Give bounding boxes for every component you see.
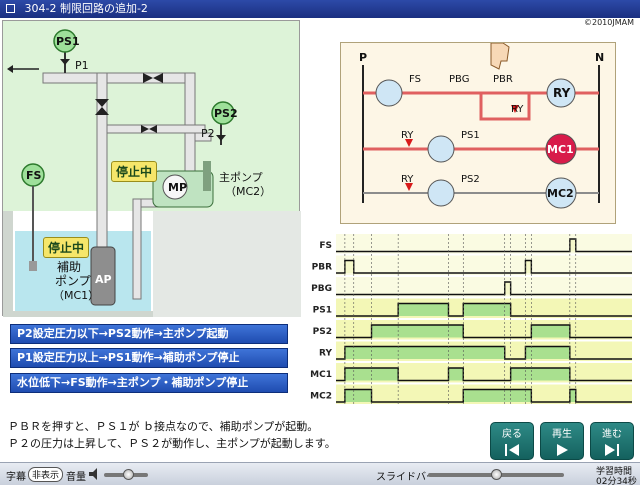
timing-on-period <box>344 260 354 273</box>
ladder-ry-coil-label: RY <box>553 86 571 100</box>
next-button[interactable]: 進む <box>590 422 634 460</box>
study-time-label: 学習時間 <box>596 467 633 477</box>
timing-row-bg <box>336 234 632 254</box>
ladder-ry-contact-label: RY <box>511 104 524 115</box>
timing-row-bg <box>336 255 632 275</box>
aux-pump-label-3: （MC1） <box>53 289 100 302</box>
timing-on-period <box>371 325 464 338</box>
timing-on-period <box>344 346 505 359</box>
step-button-ps1[interactable]: P1設定圧力以上→PS1動作→補助ポンプ停止 <box>10 348 288 368</box>
timing-on-period <box>448 368 464 381</box>
play-button-label: 再生 <box>552 429 572 440</box>
next-button-label: 進む <box>602 429 622 440</box>
volume-slider-knob[interactable] <box>123 469 135 480</box>
main-pump-label: 主ポンプ <box>219 171 263 184</box>
ladder-ry-c-label: RY <box>401 174 414 185</box>
timing-on-period <box>463 389 532 402</box>
copyright: ©2010JMAM <box>584 18 634 27</box>
pump-diagram: PS1 P1 PS2 P2 FS MP 主ポンプ （MC2） 停止中 停止中 補… <box>2 20 301 317</box>
p1-label: P1 <box>75 59 89 72</box>
timing-row-bg <box>336 277 632 297</box>
timing-on-period <box>510 368 570 381</box>
ladder-diagram: P N FS PBG PBR RY RY RY PS1 MC1 RY PS2 M… <box>340 42 616 224</box>
subtitle-label: 字幕 <box>6 472 26 483</box>
p2-label: P2 <box>201 127 215 140</box>
timing-waveform <box>336 238 632 253</box>
timing-on-period <box>569 389 576 402</box>
title-bar: 304-2 制限回路の追加-2 <box>0 0 640 18</box>
slide-bar-knob[interactable] <box>491 469 502 480</box>
window-title: 304-2 制限回路の追加-2 <box>24 2 148 15</box>
timing-on-period <box>504 282 511 295</box>
skip-forward-icon <box>605 444 619 456</box>
timing-waveform <box>336 281 632 296</box>
ladder-fs-label: FS <box>409 74 421 85</box>
ladder-mc1-label: MC1 <box>547 143 574 156</box>
window-icon <box>6 4 15 13</box>
timing-signal-label: PBR <box>312 263 332 273</box>
narration-line-1: ＰＢＲを押すと、ＰＳ１が ｂ接点なので、補助ポンプが起動。 <box>8 420 319 433</box>
timing-on-period <box>531 325 570 338</box>
study-time-value: 02分34秒 <box>596 477 637 487</box>
ladder-mc2-label: MC2 <box>547 187 574 200</box>
timing-signal-label: PBG <box>311 284 332 294</box>
timing-on-period <box>525 260 532 273</box>
ps1-label: PS1 <box>56 35 80 48</box>
narration-box: ＰＢＲを押すと、ＰＳ１が ｂ接点なので、補助ポンプが起動。 Ｐ２の圧力は上昇して… <box>2 414 480 462</box>
timing-signal-label: PS1 <box>313 306 332 316</box>
aux-pump-label-1: 補助 <box>57 260 82 274</box>
ladder-p-label: P <box>359 51 368 64</box>
back-button[interactable]: 戻る <box>490 422 534 460</box>
aux-pump-label-2: ポンプ <box>55 274 91 288</box>
timing-signal-label: RY <box>319 349 332 359</box>
timing-on-period <box>344 389 372 402</box>
timing-on-period <box>463 303 511 316</box>
mp-label: MP <box>168 181 188 194</box>
ap-label: AP <box>95 273 112 286</box>
ladder-n-label: N <box>595 51 605 64</box>
volume-label: 音量 <box>66 472 86 483</box>
ladder-pbg-label: PBG <box>449 74 470 85</box>
play-icon <box>557 444 568 456</box>
subtitle-toggle[interactable]: 非表示 <box>28 467 64 482</box>
timing-waveform <box>336 302 632 317</box>
timing-on-period <box>398 303 449 316</box>
skip-back-icon <box>505 444 519 456</box>
ladder-ps1-label: PS1 <box>461 130 480 141</box>
footer-bar: 字幕 非表示 音量 スライドバー 学習時間 02分34秒 <box>0 462 640 487</box>
speaker-icon[interactable] <box>88 467 102 481</box>
ladder-ry-b-label: RY <box>401 130 414 141</box>
timing-waveform <box>336 388 632 403</box>
timing-on-period <box>525 346 570 359</box>
timing-on-period <box>569 239 576 252</box>
slidebar-label: スライドバー <box>376 472 436 483</box>
ps2-label: PS2 <box>214 107 238 120</box>
play-button[interactable]: 再生 <box>540 422 584 460</box>
narration-line-2: Ｐ２の圧力は上昇して、ＰＳ２が動作し、主ポンプが起動します。 <box>8 437 336 450</box>
step-button-fs[interactable]: 水位低下→FS動作→主ポンプ・補助ポンプ停止 <box>10 373 288 393</box>
fs-label: FS <box>26 169 42 182</box>
main-pump-mc-label: （MC2） <box>225 185 272 198</box>
ladder-ps2-label: PS2 <box>461 174 480 185</box>
ladder-pbr-label: PBR <box>493 74 513 85</box>
timing-signal-label: FS <box>319 241 332 251</box>
main-pump-status: 停止中 <box>111 161 158 182</box>
back-button-label: 戻る <box>502 429 522 440</box>
timing-signal-label: MC1 <box>310 370 332 380</box>
timing-waveform <box>336 345 632 360</box>
step-button-ps2[interactable]: P2設定圧力以下→PS2動作→主ポンプ起動 <box>10 324 288 344</box>
aux-pump-status: 停止中 <box>43 237 90 258</box>
timing-signal-label: PS2 <box>313 327 332 337</box>
timing-signal-label: MC2 <box>310 392 332 402</box>
